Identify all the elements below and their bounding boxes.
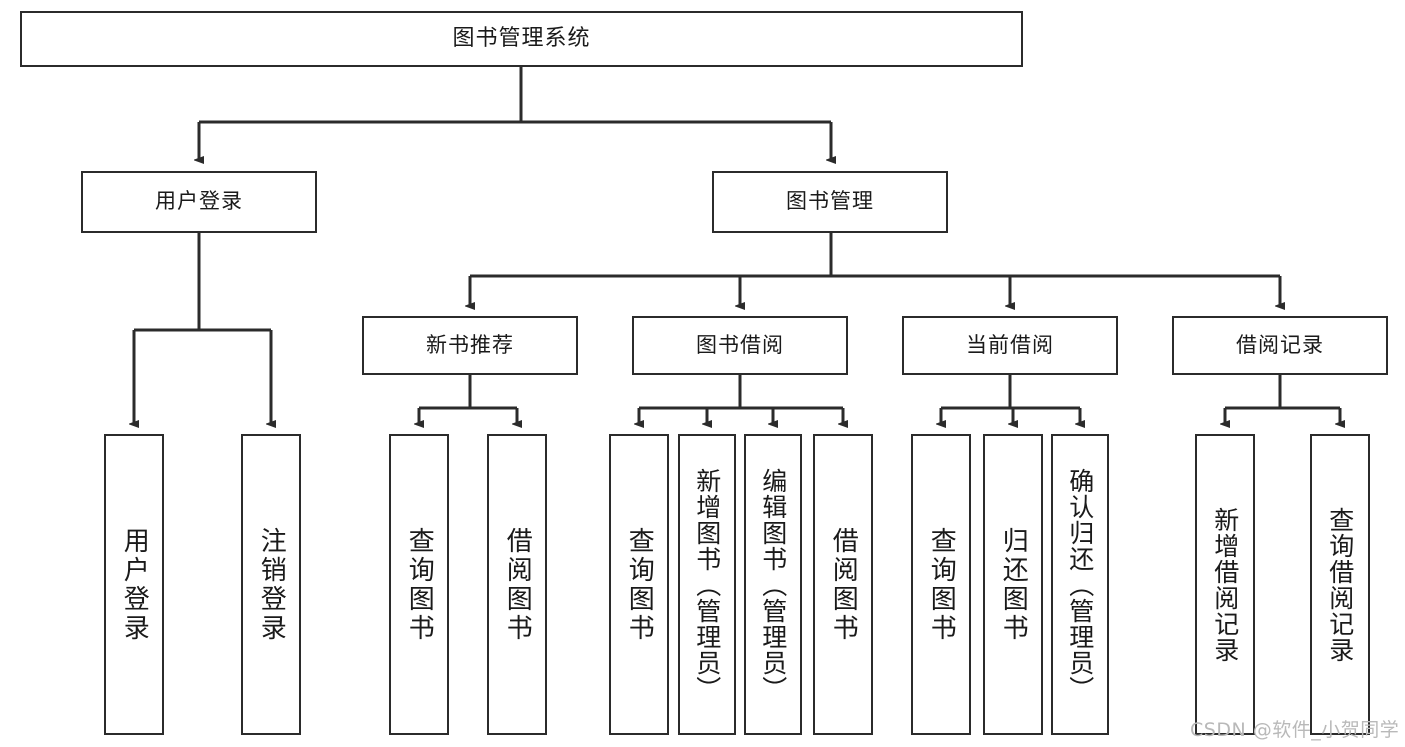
node-current-borrow[interactable]: 当前借阅 <box>902 316 1118 375</box>
node-book-management[interactable]: 图书管理 <box>712 171 948 233</box>
node-borrow-record[interactable]: 借阅记录 <box>1172 316 1388 375</box>
leaf-query-book-borrow[interactable]: 查询图书 <box>609 434 669 735</box>
node-new-book-recommendation[interactable]: 新书推荐 <box>362 316 578 375</box>
leaf-logout[interactable]: 注销登录 <box>241 434 301 735</box>
csdn-watermark: CSDN @软件_小贺同学 <box>1190 719 1400 741</box>
node-book-borrow[interactable]: 图书借阅 <box>632 316 848 375</box>
leaf-query-book-recommendation[interactable]: 查询图书 <box>389 434 449 735</box>
leaf-borrow-book[interactable]: 借阅图书 <box>813 434 873 735</box>
leaf-return-book[interactable]: 归还图书 <box>983 434 1043 735</box>
leaf-query-book-current[interactable]: 查询图书 <box>911 434 971 735</box>
leaf-confirm-return-admin[interactable]: 确认归还（管理员） <box>1051 434 1109 735</box>
leaf-user-login[interactable]: 用户登录 <box>104 434 164 735</box>
leaf-add-book-admin[interactable]: 新增图书（管理员） <box>678 434 736 735</box>
leaf-edit-book-admin[interactable]: 编辑图书（管理员） <box>744 434 802 735</box>
node-root-system[interactable]: 图书管理系统 <box>20 11 1023 67</box>
node-user-login[interactable]: 用户登录 <box>81 171 317 233</box>
leaf-query-borrow-record[interactable]: 查询借阅记录 <box>1310 434 1370 735</box>
leaf-borrow-book-recommendation[interactable]: 借阅图书 <box>487 434 547 735</box>
leaf-add-borrow-record[interactable]: 新增借阅记录 <box>1195 434 1255 735</box>
